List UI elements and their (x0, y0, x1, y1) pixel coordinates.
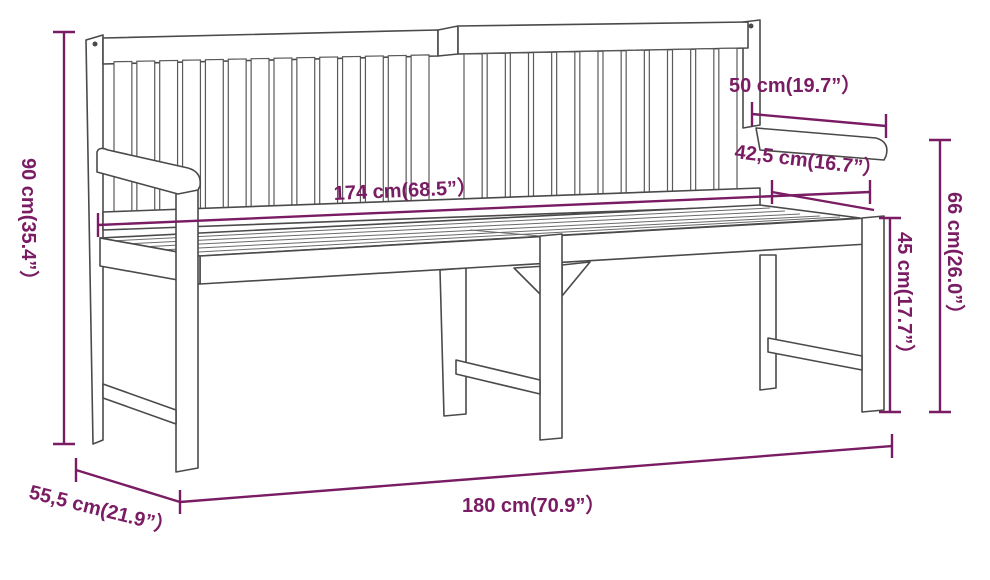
right-armrest (755, 127, 888, 161)
back-slat (718, 47, 738, 193)
depth-dimension-line (75, 468, 181, 504)
back-slat (250, 57, 270, 210)
back-slat (671, 48, 692, 194)
seat-center-joint (469, 229, 541, 237)
back-slat (625, 49, 645, 196)
back-slat (273, 57, 293, 209)
seat-depth-dimension-line (771, 190, 875, 212)
right-stretcher (767, 337, 863, 371)
left-back-post (85, 34, 104, 445)
depth-label: 55,5 cm(21.9”） (27, 481, 177, 539)
back-slat (227, 58, 247, 211)
dimension-lines (53, 30, 951, 514)
back-slat (486, 52, 506, 201)
back-legs (85, 19, 777, 445)
bolt-head (92, 41, 98, 47)
stretchers (102, 337, 863, 425)
total-height-label: 90 cm(35.4”） (17, 158, 40, 290)
bench-illustration (85, 19, 888, 473)
side-apron (99, 237, 201, 285)
middle-front-leg (539, 233, 563, 441)
armrest-dimension-line (751, 112, 887, 128)
armrest-height-label: 66 cm(26.0”） (943, 192, 966, 324)
back-slat (532, 51, 553, 199)
back-slat (579, 50, 599, 198)
left-stretcher (102, 383, 177, 425)
seat-width-dimension-line (97, 190, 871, 227)
middle-stretcher (455, 359, 541, 395)
back-slat (136, 60, 156, 214)
back-slat (204, 58, 224, 211)
right-front-leg (861, 215, 885, 413)
left-armrest (96, 147, 202, 195)
top-rail-right (457, 21, 749, 55)
bolt-head (748, 23, 754, 29)
back-slat (113, 60, 133, 215)
left-front-leg (175, 185, 199, 473)
back-slat (296, 56, 316, 208)
seat-slat-line (159, 215, 821, 251)
seat-slat-line (124, 210, 786, 245)
armrests (96, 127, 888, 195)
total-width-dimension-line (179, 444, 893, 504)
seat-slat-line (179, 216, 841, 254)
armrest-length-label: 50 cm(19.7”） (729, 74, 861, 97)
seat-slat-line (109, 207, 771, 242)
right-rear-leg (759, 254, 777, 391)
back-slat (556, 51, 576, 199)
back-slat (648, 49, 669, 195)
total-width-label: 180 cm(70.9”） (462, 494, 605, 517)
back-slat (695, 48, 715, 193)
center-brace-right (561, 261, 591, 297)
top-rail-center (437, 25, 459, 57)
back-slat (509, 52, 530, 200)
back-top-rail (92, 21, 754, 65)
middle-rear-leg (439, 267, 467, 417)
back-slat (602, 50, 622, 197)
seat-height-label: 45 cm(17.7”） (893, 232, 916, 364)
front-legs (175, 185, 885, 473)
